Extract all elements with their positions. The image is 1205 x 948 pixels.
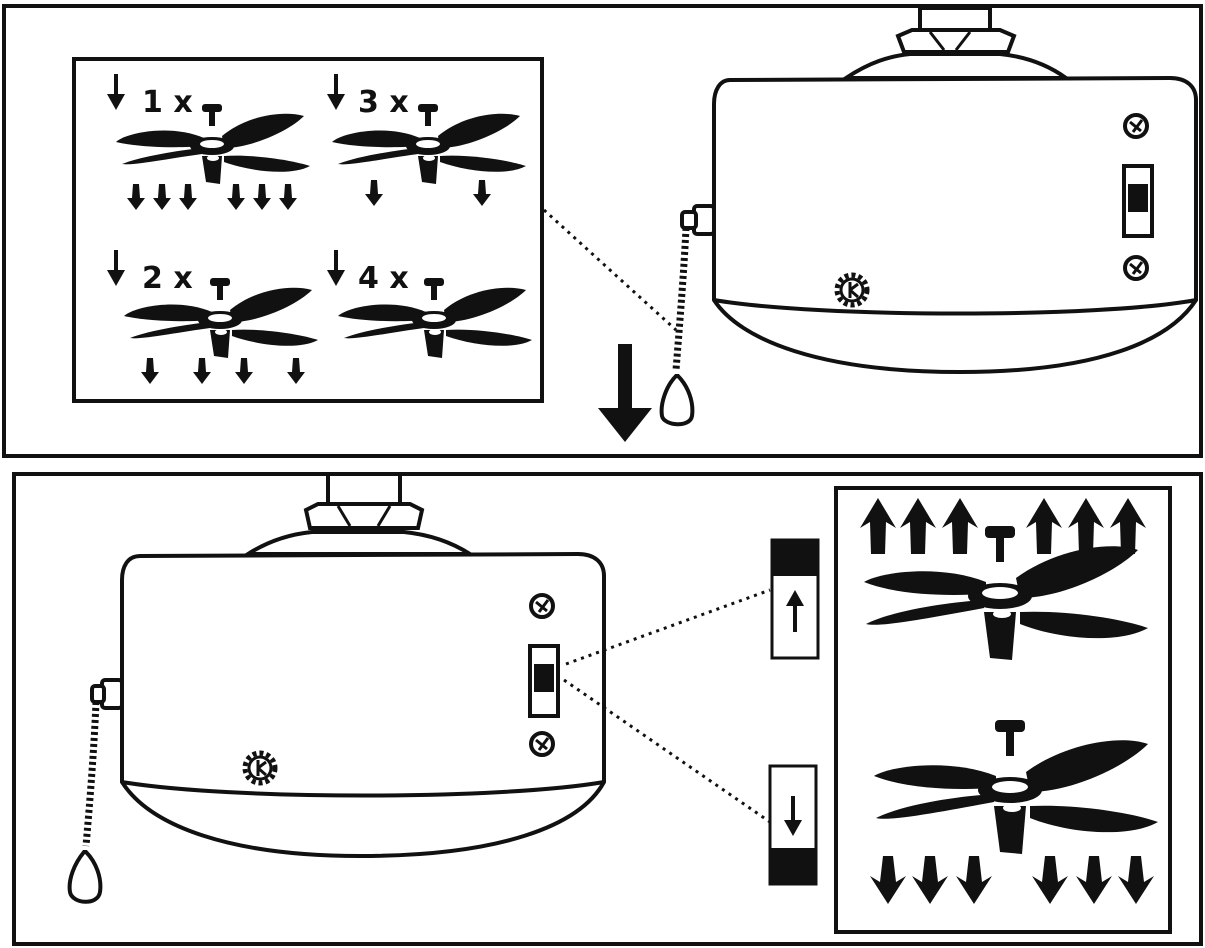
screw-icon [1123,255,1149,281]
speed-legend-box: 1 x 3 x 2 x [72,57,544,403]
pull-chain[interactable] [659,227,695,427]
up-arrow-icon [786,590,804,632]
speed-step-label: 1 x [142,85,193,120]
fan-switch-housing-top [659,6,1198,427]
pull-chain-handle[interactable] [659,374,695,427]
screw-icon [529,593,555,619]
top-panel-frame [2,4,1203,458]
next-step-arrow-icon [598,344,652,442]
gear-knob-icon [837,275,867,305]
fan-switch-housing-bottom [67,472,606,904]
speed-step-4: 4 x [325,248,532,358]
speed-step-3: 3 x [325,72,526,206]
leader-line [563,678,771,824]
pull-chain-handle[interactable] [67,850,103,904]
down-arrow-icon [784,796,802,836]
bottom-panel-frame [12,472,1203,946]
leader-line [542,208,678,332]
speed-step-1: 1 x [105,72,310,210]
speed-step-label: 3 x [358,85,409,120]
screw-icon [1123,113,1149,139]
direction-legend-box [834,486,1172,934]
gear-knob-icon [245,753,275,783]
screw-icon [529,731,555,757]
switch-state-up [770,538,820,660]
speed-step-label: 4 x [358,261,409,296]
pull-chain[interactable] [67,701,103,904]
switch-state-down [768,764,818,886]
speed-step-2: 2 x [105,248,318,384]
speed-step-label: 2 x [142,261,193,296]
